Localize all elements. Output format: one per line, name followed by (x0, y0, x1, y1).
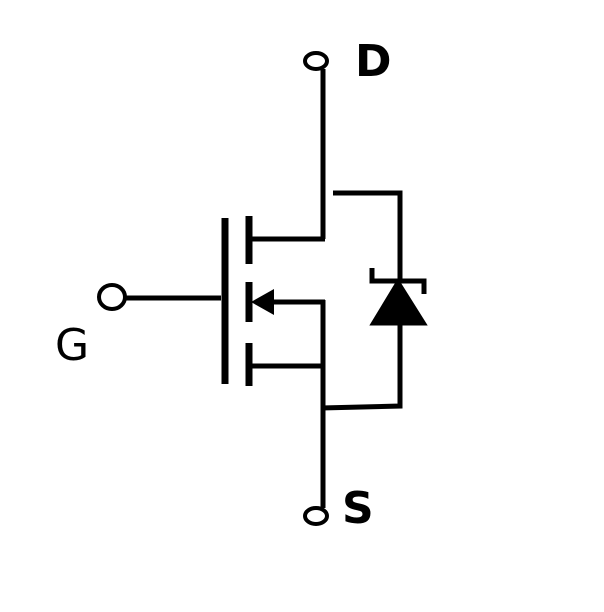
source-label: S (342, 483, 374, 534)
channel-arrow-icon (251, 289, 274, 315)
gate-terminal (97, 283, 127, 311)
drain-label: D (355, 36, 392, 87)
diode-bottom-branch (320, 320, 403, 411)
diode-top-branch (333, 190, 403, 283)
source-terminal (303, 506, 329, 526)
gate-label: G (55, 320, 89, 371)
zener-diode-icon (369, 278, 428, 326)
drain-terminal (303, 51, 329, 71)
